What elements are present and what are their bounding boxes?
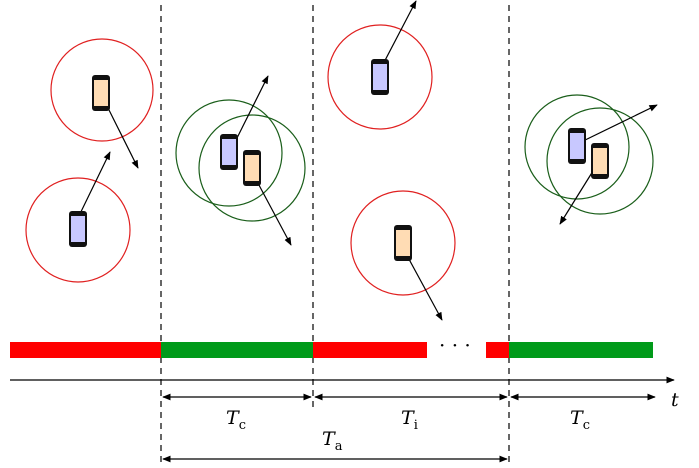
range-circle xyxy=(50,38,154,142)
timeline-segment-contact xyxy=(509,342,653,358)
range-circle xyxy=(350,190,456,296)
movement-arrow xyxy=(578,104,658,144)
timeline-segment-noncontact xyxy=(313,342,427,358)
movement-arrow xyxy=(403,249,443,321)
timeline-ellipsis: · · · xyxy=(439,333,471,357)
smartphone-icon xyxy=(591,143,609,179)
smartphone-icon xyxy=(92,75,110,111)
timeline-segment-noncontact xyxy=(486,342,509,358)
range-circle xyxy=(546,107,654,215)
label-ta: Ta xyxy=(322,428,343,454)
range-circle xyxy=(198,114,306,222)
range-circle xyxy=(524,94,630,200)
movement-arrow xyxy=(379,0,417,71)
smartphone-icon xyxy=(568,128,586,164)
timeline-segment-noncontact xyxy=(10,342,161,358)
range-circle xyxy=(175,99,283,207)
smartphone-icon xyxy=(394,225,412,261)
range-circle xyxy=(327,24,433,130)
time-axis-label: t xyxy=(671,389,679,411)
label-tc-first: Tc xyxy=(226,407,246,433)
smartphone-icon xyxy=(220,134,238,170)
label-tc-second: Tc xyxy=(570,407,590,433)
label-ti: Ti xyxy=(401,407,418,433)
range-circle xyxy=(25,177,131,283)
movement-arrow xyxy=(75,151,111,223)
smartphone-icon xyxy=(371,59,389,95)
movement-arrow xyxy=(103,99,139,169)
timeline-segment-contact xyxy=(161,342,313,358)
smartphone-icon xyxy=(69,211,87,247)
smartphone-icon xyxy=(243,150,261,186)
